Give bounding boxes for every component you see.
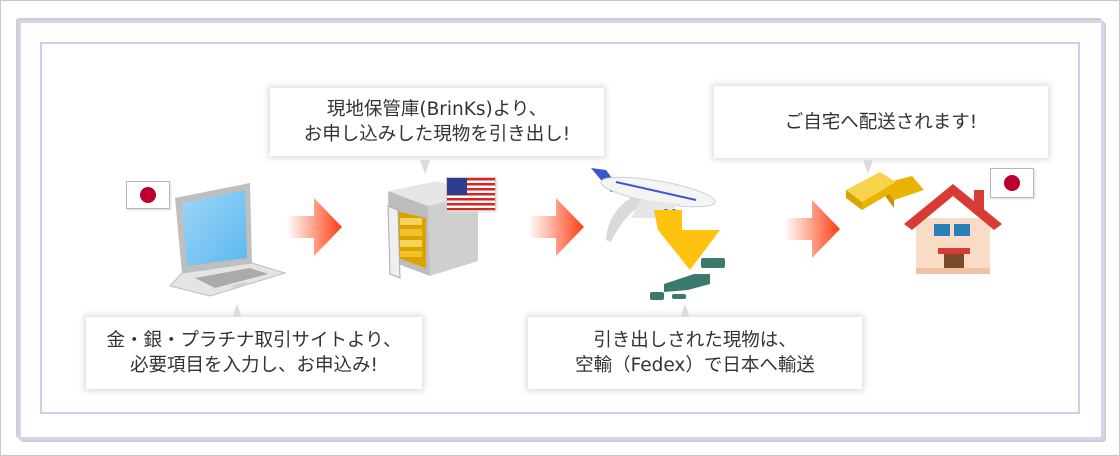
- laptop-icon: [169, 183, 287, 297]
- inner-decorative-border: [40, 42, 1080, 414]
- step-2-caption-bubble: 現地保管庫(BrinKs)より、 お申し込みした現物を引き出し!: [270, 88, 604, 156]
- vault-icon: [387, 181, 478, 279]
- step-4-caption: ご自宅へ配送されます!: [784, 111, 978, 133]
- step-4-caption-bubble: ご自宅へ配送されます!: [714, 86, 1048, 158]
- bubble-tail: [420, 160, 430, 174]
- step-1-caption-bubble: 金・銀・プラチナ取引サイトより、 必要項目を入力し、お申込み!: [86, 317, 422, 389]
- japan-flag-icon: [990, 168, 1034, 198]
- arrow-right-icon: [784, 200, 840, 258]
- japan-map-icon: [650, 258, 725, 300]
- step-1-caption: 金・銀・プラチナ取引サイトより、 必要項目を入力し、お申込み!: [106, 330, 402, 376]
- house-icon: [904, 184, 1002, 274]
- step-2-caption: 現地保管庫(BrinKs)より、 お申し込みした現物を引き出し!: [303, 99, 571, 145]
- us-flag-icon: [446, 177, 496, 211]
- japan-flag-icon: [126, 181, 170, 209]
- step-3-caption: 引き出しされた現物は、 空輸（Fedex）で日本へ輸送: [575, 330, 815, 376]
- download-arrow-icon: [654, 210, 720, 270]
- bubble-tail: [863, 160, 873, 174]
- outer-decorative-border: [18, 20, 1104, 440]
- bubble-tail: [680, 304, 690, 318]
- gold-bars-icon: [846, 172, 924, 210]
- airplane-icon: [591, 168, 716, 242]
- arrow-right-icon: [528, 198, 584, 256]
- arrow-right-icon: [286, 198, 342, 256]
- step-3-caption-bubble: 引き出しされた現物は、 空輸（Fedex）で日本へ輸送: [528, 317, 862, 389]
- bubble-tail: [232, 304, 242, 318]
